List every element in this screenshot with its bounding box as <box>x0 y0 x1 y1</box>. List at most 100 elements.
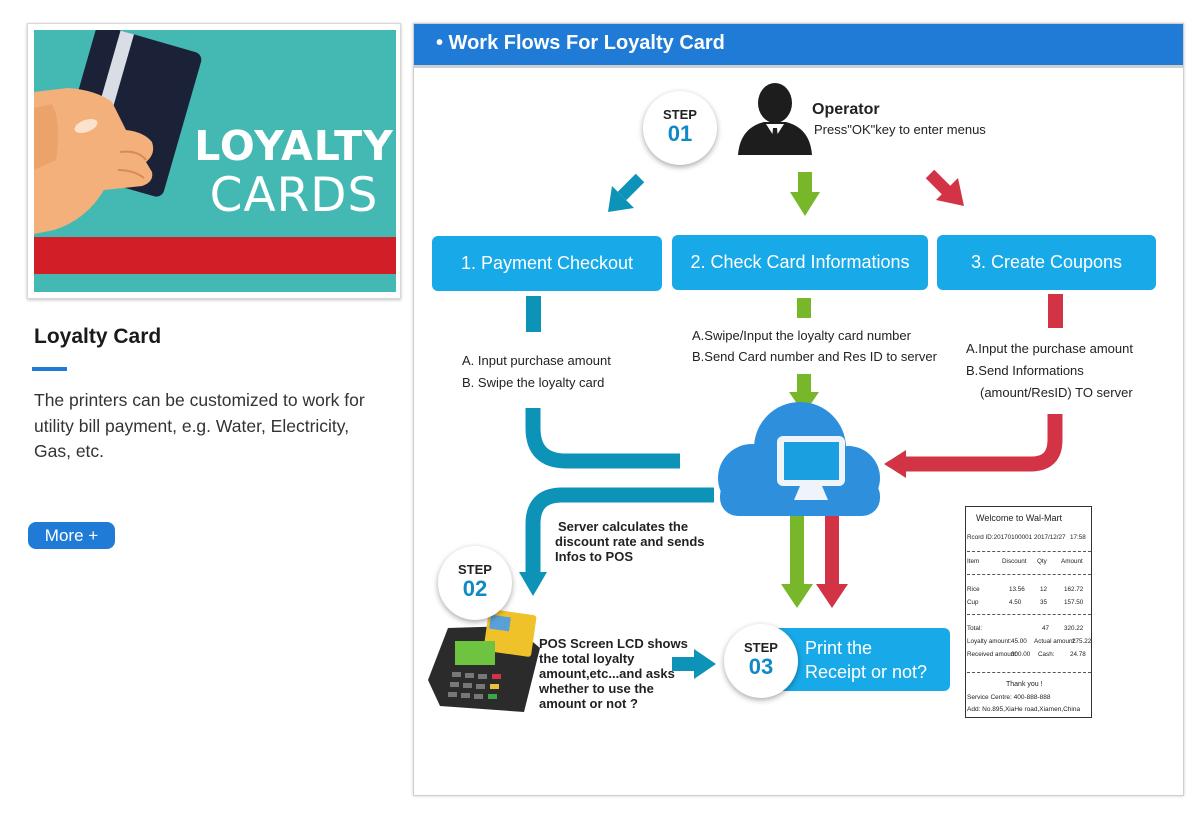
loyalty-cards-hero-image: LOYALTY CARDS <box>34 30 396 292</box>
receipt-total-amount: 320.22 <box>1064 625 1084 632</box>
receipt-service: Service Centre: 400-888-888 <box>967 694 1051 701</box>
more-button[interactable]: More + <box>28 522 115 549</box>
sample-receipt: Welcome to Wal-Mart Rcord ID:20170100001… <box>965 506 1092 718</box>
arrow-to-coupons <box>925 169 964 206</box>
server-to-pos-line <box>525 487 714 575</box>
coupon-curve <box>904 414 1063 472</box>
payment-step-a: A. Input purchase amount <box>462 353 611 368</box>
arrow-to-check <box>790 172 820 216</box>
receipt-row-item: Cup <box>967 599 979 606</box>
coupon-step-a: A.Input the purchase amount <box>966 341 1133 356</box>
title-underline <box>32 367 67 371</box>
server-to-pos-head <box>519 572 547 596</box>
panel-title: • Work Flows For Loyalty Card <box>436 32 725 54</box>
payment-checkout-box[interactable]: 1. Payment Checkout <box>432 236 662 291</box>
coupon-step-b: B.Send Informations <box>966 363 1084 378</box>
step-01-badge: STEP 01 <box>643 91 717 165</box>
check-card-info-box[interactable]: 2. Check Card Informations <box>672 235 928 290</box>
server-note-line2: discount rate and sends <box>555 534 705 549</box>
receipt-row-discount: 4.50 <box>1009 599 1022 606</box>
pos-note-line1: POS Screen LCD shows <box>539 636 688 651</box>
receipt-header-item: Item <box>967 558 980 565</box>
receipt-actual-value: 275.22 <box>1072 638 1092 645</box>
payment-step-b: B. Swipe the loyalty card <box>462 375 605 390</box>
receipt-actual-label: Actual amount: <box>1034 638 1077 645</box>
receipt-received-label: Received amount: <box>967 651 1018 658</box>
receipt-total-qty: 47 <box>1042 625 1050 632</box>
green-to-print-bar <box>790 512 804 586</box>
red-to-print-head <box>816 584 848 608</box>
pos-note-line5: amount or not ? <box>539 696 638 711</box>
receipt-time: 17:58 <box>1070 534 1086 541</box>
operator-instruction: Press"OK"key to enter menus <box>814 122 986 137</box>
operator-label: Operator <box>812 101 880 118</box>
hero-title-cards: CARDS <box>209 168 379 223</box>
step-number: 01 <box>667 121 693 146</box>
receipt-divider <box>967 574 1091 575</box>
section-title: Loyalty Card <box>34 325 162 348</box>
receipt-cash-label: Cash: <box>1038 651 1055 658</box>
server-note-line1: Server calculates the <box>558 519 689 534</box>
section-description: The printers can be customized to work f… <box>34 390 365 461</box>
check-bar-top <box>797 298 811 318</box>
receipt-received-value: 300.00 <box>1011 651 1031 658</box>
receipt-row-qty: 12 <box>1040 586 1048 593</box>
receipt-header-qty: Qty <box>1037 558 1047 565</box>
receipt-loyalty-value: 45.00 <box>1011 638 1027 645</box>
receipt-row-amount: 162.72 <box>1064 586 1084 593</box>
green-to-print-head <box>781 584 813 608</box>
receipt-thanks: Thank you ! <box>1006 681 1043 688</box>
panel-header-divider <box>414 65 1183 68</box>
server-note-line3: Infos to POS <box>555 549 633 564</box>
print-receipt-line2: Receipt or not? <box>805 662 928 682</box>
arrow-to-payment <box>608 173 645 212</box>
operator-silhouette-icon <box>738 83 812 155</box>
receipt-record-id: Rcord ID:20170100001 <box>967 534 1033 541</box>
check-step-a: A.Swipe/Input the loyalty card number <box>692 328 911 343</box>
receipt-cash-value: 24.78 <box>1070 651 1086 658</box>
pos-note-line4: whether to use the <box>539 681 654 696</box>
receipt-row-qty: 35 <box>1040 599 1048 606</box>
step-number: 03 <box>748 654 774 679</box>
red-to-print-bar <box>825 512 839 586</box>
check-step-b: B.Send Card number and Res ID to server <box>692 349 937 364</box>
receipt-address: Add: No.895,XiaHe road,Xiamen,China <box>967 706 1081 713</box>
receipt-loyalty-label: Loyalty amount: <box>967 638 1012 645</box>
receipt-divider <box>967 672 1091 673</box>
receipt-date: 2017/12/27 <box>1034 534 1066 541</box>
panel-header: • Work Flows For Loyalty Card <box>414 24 1183 65</box>
hero-illustration <box>34 30 396 292</box>
pos-note-line2: the total loyalty <box>539 651 635 666</box>
pos-to-print-head <box>694 649 716 679</box>
pos-note-line3: amount,etc...and asks <box>539 666 675 681</box>
cloud-computer-icon <box>718 402 880 516</box>
create-coupons-box[interactable]: 3. Create Coupons <box>937 235 1156 290</box>
hero-title-loyalty: LOYALTY <box>194 122 394 170</box>
payment-curve <box>525 408 680 469</box>
step-label: STEP <box>663 107 697 122</box>
coupon-arrow-head <box>884 450 906 478</box>
receipt-row-item: Rice <box>967 586 980 593</box>
payment-bar-top <box>526 296 541 332</box>
receipt-divider <box>967 551 1091 552</box>
step-label: STEP <box>458 562 492 577</box>
step-03-badge: STEP 03 <box>724 624 798 698</box>
coupon-step-b-detail: (amount/ResID) TO server <box>980 385 1133 400</box>
pos-terminal-icon <box>428 609 540 712</box>
receipt-header-amount: Amount <box>1061 558 1083 565</box>
pos-to-print-bar <box>672 657 696 671</box>
receipt-row-discount: 13.56 <box>1009 586 1025 593</box>
print-receipt-line1: Print the <box>805 638 873 658</box>
step-label: STEP <box>744 640 778 655</box>
coupon-bar-top <box>1048 294 1063 328</box>
receipt-header-discount: Discount <box>1002 558 1027 565</box>
step-number: 02 <box>462 576 488 601</box>
receipt-divider <box>967 614 1091 615</box>
receipt-title: Welcome to Wal-Mart <box>976 513 1063 523</box>
check-bar-mid <box>797 374 811 394</box>
hero-image-frame: LOYALTY CARDS <box>27 23 401 299</box>
receipt-total-label: Total: <box>967 625 983 632</box>
step-02-badge: STEP 02 <box>438 546 512 620</box>
